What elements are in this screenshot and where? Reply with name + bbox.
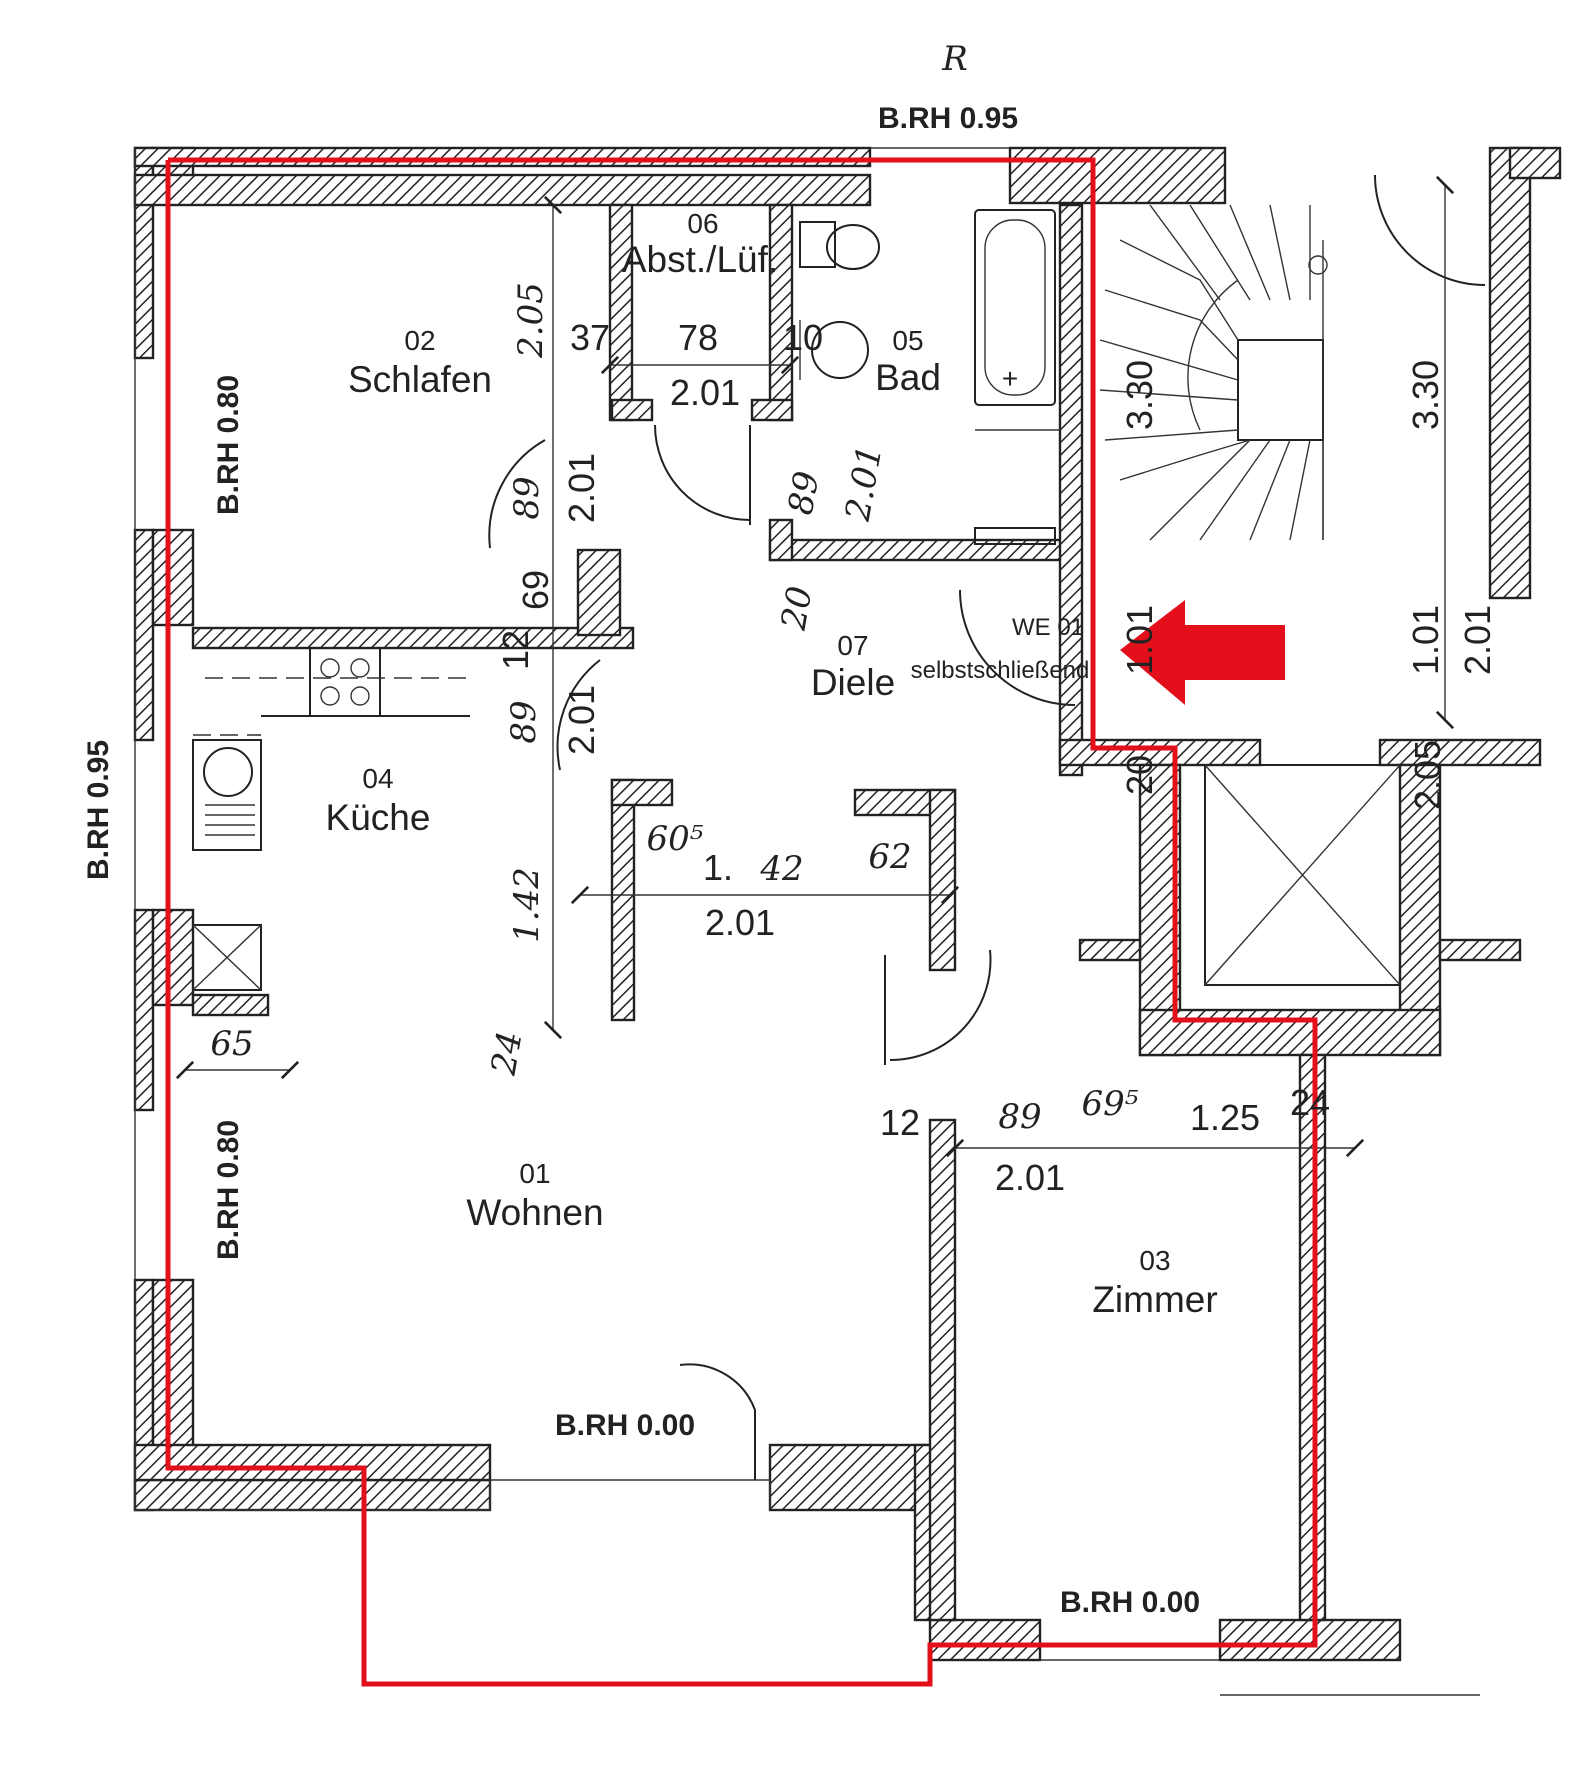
svg-text:06: 06 [687, 208, 718, 239]
svg-text:07: 07 [837, 630, 868, 661]
dim-kueche-89: 89 [504, 700, 544, 743]
dim-zimmer-201: 2.01 [995, 1157, 1065, 1198]
dim-wohnen-42: 42 [759, 849, 803, 889]
dim-bad-door-89: 89 [781, 468, 828, 518]
top-mark: R [941, 39, 968, 79]
svg-text:Abst./Lüf.: Abst./Lüf. [622, 239, 778, 280]
kitchen-fixtures [192, 647, 470, 991]
svg-text:Bad: Bad [875, 357, 941, 398]
dim-schlafen-door-89: 89 [507, 476, 547, 519]
dim-abst-37: 37 [570, 317, 610, 358]
dim-schlafen-door-201: 2.01 [561, 453, 602, 523]
dim-zimmer-695: 69⁵ [1082, 1084, 1139, 1124]
dim-kueche-201: 2.01 [561, 685, 602, 755]
dim-abst-10: 10 [783, 317, 823, 358]
sill-height-top: B.RH 0.95 [878, 102, 1018, 135]
dim-wohnen-62: 62 [868, 837, 911, 877]
svg-text:Küche: Küche [326, 797, 431, 838]
dim-shaft-205: 2.05 [1407, 740, 1448, 810]
sill-height-zimmer: B.RH 0.00 [1060, 1586, 1200, 1619]
sill-height-left-outer: B.RH 0.95 [82, 740, 115, 880]
entry-door-note: selbstschließend [911, 657, 1090, 684]
dim-landing-101: 1.01 [1119, 605, 1160, 675]
dim-landing-101-b: 1.01 [1405, 605, 1446, 675]
dim-zimmer-12: 12 [880, 1102, 920, 1143]
room-label-schlafen: 02 Schlafen [348, 325, 492, 400]
dimension-lines [175, 175, 1455, 1158]
room-label-bad: 05 Bad [875, 325, 941, 398]
room-label-zimmer: 03 Zimmer [1092, 1245, 1217, 1320]
unit-boundary-outline [165, 157, 1318, 1687]
svg-text:Wohnen: Wohnen [466, 1192, 603, 1233]
dim-stair-330-a: 3.30 [1119, 360, 1160, 430]
svg-text:04: 04 [362, 763, 393, 794]
dim-shaft-20: 20 [1119, 755, 1160, 795]
bathroom-fixtures: + [799, 209, 1060, 545]
dim-zimmer-125: 1.25 [1190, 1097, 1260, 1138]
dim-wohnen-1: 1. [703, 847, 733, 888]
dim-wohnen-24: 24 [484, 1028, 531, 1079]
dim-wohnen-201: 2.01 [705, 902, 775, 943]
sill-height-balcony: B.RH 0.00 [555, 1409, 695, 1442]
svg-text:+: + [1002, 363, 1018, 394]
svg-text:Diele: Diele [811, 662, 895, 703]
dim-landing-201: 2.01 [1457, 605, 1498, 675]
entry-arrow-icon [1120, 600, 1285, 705]
dim-wohnen-605: 60⁵ [647, 819, 704, 859]
staircase [1099, 204, 1328, 541]
sill-height-schlafen: B.RH 0.80 [212, 375, 245, 515]
svg-text:02: 02 [404, 325, 435, 356]
dim-schlafen-205: 2.05 [511, 282, 551, 359]
dim-diele-69: 69 [515, 570, 556, 610]
dim-wohnen-142: 1.42 [507, 867, 547, 943]
exterior-outline [134, 147, 1480, 1696]
interior-walls [191, 203, 1542, 1622]
dim-stair-330-b: 3.30 [1405, 360, 1446, 430]
dim-diele-20: 20 [774, 583, 821, 634]
room-label-abst: 06 Abst./Lüf. [622, 208, 778, 280]
elevator-shaft [1204, 764, 1401, 986]
sill-height-wohnen-left: B.RH 0.80 [212, 1120, 245, 1260]
dim-zimmer-89: 89 [998, 1097, 1041, 1137]
doors [488, 174, 1486, 1480]
svg-text:05: 05 [892, 325, 923, 356]
room-label-diele: 07 Diele [811, 630, 895, 703]
dim-bad-door-201: 2.01 [838, 442, 891, 524]
svg-text:Schlafen: Schlafen [348, 359, 492, 400]
dim-zimmer-24: 24 [1290, 1082, 1330, 1123]
dim-abst-201: 2.01 [670, 372, 740, 413]
svg-text:03: 03 [1139, 1245, 1170, 1276]
svg-text:Zimmer: Zimmer [1092, 1279, 1217, 1320]
room-label-kueche: 04 Küche [326, 763, 431, 838]
svg-text:01: 01 [519, 1158, 550, 1189]
entry-door-label: WE 01 [1012, 614, 1084, 641]
dim-kueche-65: 65 [210, 1024, 253, 1064]
room-label-wohnen: 01 Wohnen [466, 1158, 603, 1233]
dim-diele-12: 12 [495, 630, 536, 670]
dim-abst-78: 78 [678, 317, 718, 358]
dimension-labels: 2.05 37 78 10 2.01 3.30 3.30 89 2.01 89 … [210, 282, 1498, 1198]
